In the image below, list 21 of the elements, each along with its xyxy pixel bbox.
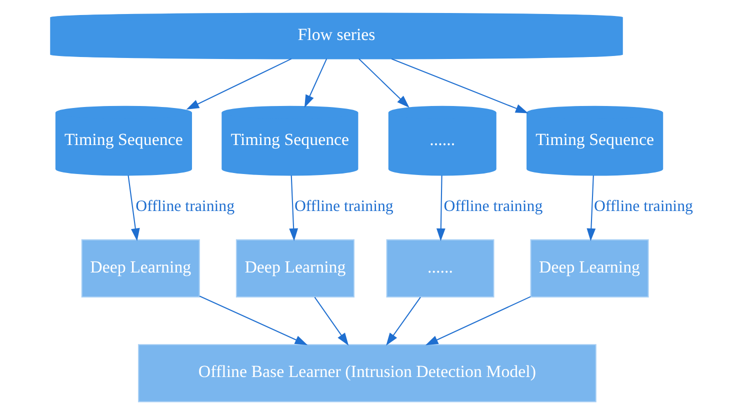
- arrow: [186, 58, 292, 110]
- arrow: [128, 174, 140, 241]
- node-box: Deep Learning: [530, 238, 649, 297]
- arrow: [199, 295, 308, 345]
- edge-label: Offline training: [136, 198, 235, 215]
- node-box: Offline Base Learner (Intrusion Detection Model): [138, 344, 596, 402]
- node-box: ......: [386, 238, 494, 297]
- node-box: Deep Learning: [236, 238, 354, 297]
- edge-label: Offline training: [444, 198, 543, 215]
- arrow: [436, 174, 446, 241]
- edge-label: Offline training: [594, 198, 693, 215]
- arrow: [289, 174, 298, 241]
- arrow: [586, 174, 596, 241]
- arrow: [391, 58, 528, 113]
- arrow: [304, 58, 328, 108]
- arrow: [386, 296, 421, 346]
- node-box: Deep Learning: [81, 238, 200, 297]
- arrow: [314, 296, 349, 346]
- arrow: [425, 296, 531, 345]
- arrow: [358, 58, 410, 108]
- edge-label: Offline training: [294, 198, 394, 215]
